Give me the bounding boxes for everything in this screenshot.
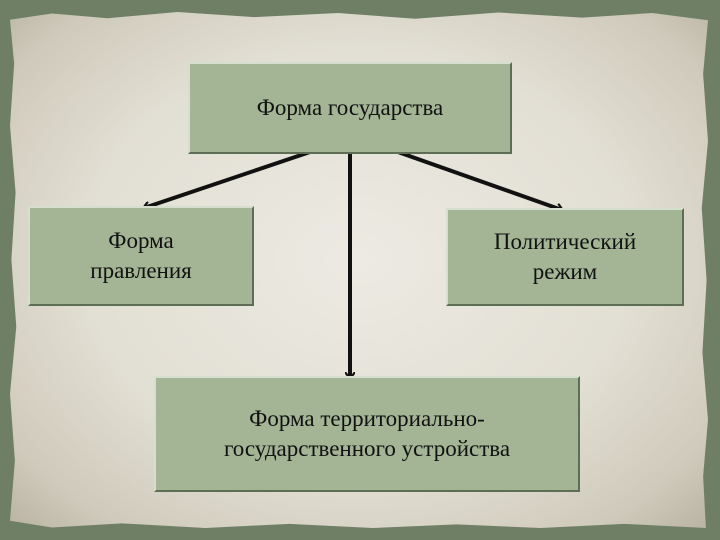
arrow-to-left	[144, 150, 311, 208]
arrow-to-right	[397, 150, 562, 210]
box-right-line-1: Политический	[493, 229, 637, 254]
box-bottom-text: Форма территориально- государственного у…	[224, 404, 510, 464]
box-forma-pravleniya: Форма правления	[28, 206, 254, 306]
box-bottom-line-2: государственного устройства	[223, 436, 511, 461]
box-bottom-line-1: Форма территориально-	[249, 406, 485, 431]
box-top-label: Форма государства	[256, 95, 444, 120]
box-right-line-2: режим	[532, 259, 598, 284]
box-left-text: Форма правления	[90, 226, 191, 286]
box-right-text: Политический режим	[494, 227, 636, 287]
box-left-line-2: правления	[90, 258, 192, 283]
box-forma-gosudarstva: Форма государства	[188, 62, 512, 154]
box-territorial-structure: Форма территориально- государственного у…	[154, 376, 580, 492]
box-left-line-1: Форма	[108, 228, 174, 253]
box-politicheskiy-rezhim: Политический режим	[446, 208, 684, 306]
